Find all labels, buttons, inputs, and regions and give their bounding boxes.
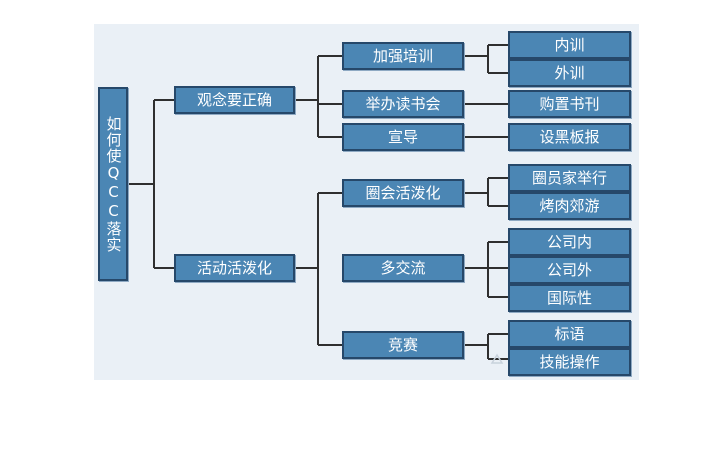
node-promotion: 宣导 — [342, 123, 464, 151]
leaf-home-meeting: 圈员家举行 — [508, 164, 631, 192]
leaf-external-training: 外训 — [508, 59, 631, 87]
node-mindset: 观念要正确 — [174, 86, 295, 114]
leaf-out-company: 公司外 — [508, 256, 631, 284]
node-activity: 活动活泼化 — [174, 254, 295, 282]
node-competition: 竞赛 — [342, 331, 464, 359]
node-exchange: 多交流 — [342, 254, 464, 282]
root-node: 如何使QCC落实 — [98, 87, 128, 281]
leaf-slogan: 标语 — [508, 320, 631, 348]
leaf-bbq-outing: 烤肉郊游 — [508, 192, 631, 220]
leaf-skill-operation: 技能操作 — [508, 348, 631, 376]
leaf-in-company: 公司内 — [508, 228, 631, 256]
node-lively-meeting: 圈会活泼化 — [342, 179, 464, 207]
leaf-blackboard: 设黑板报 — [508, 123, 631, 151]
node-reading-club: 举办读书会 — [342, 90, 464, 118]
leaf-international: 国际性 — [508, 284, 631, 312]
leaf-internal-training: 内训 — [508, 31, 631, 59]
watermark-icon — [490, 353, 504, 364]
node-training: 加强培训 — [342, 42, 464, 70]
leaf-buy-books: 购置书刊 — [508, 90, 631, 118]
